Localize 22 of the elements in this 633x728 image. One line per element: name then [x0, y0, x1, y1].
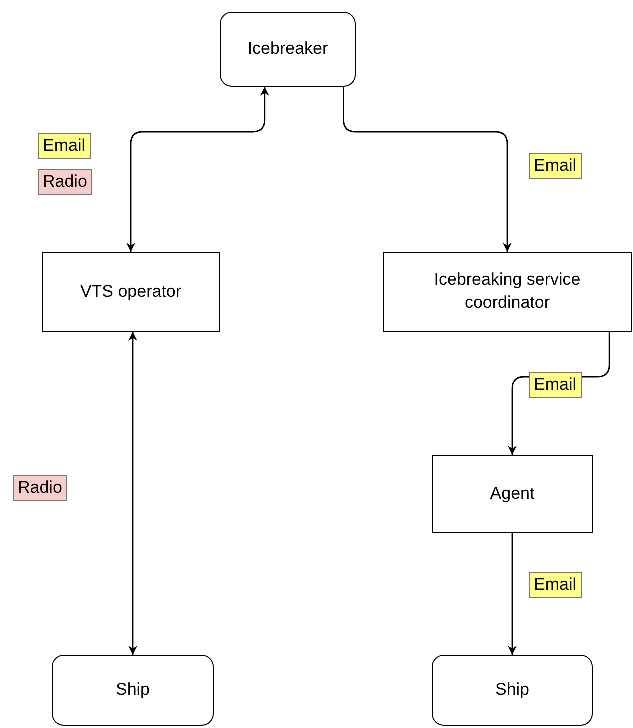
node-label: VTS operator [79, 280, 183, 303]
process-box [42, 252, 220, 332]
node-label: Ship [114, 679, 152, 702]
arrow [126, 87, 270, 252]
rounded-box [52, 655, 214, 726]
arrow [128, 332, 138, 655]
channel-tag: Email [529, 153, 582, 179]
process-box [432, 455, 593, 533]
rounded-box [220, 12, 356, 87]
channel-tag: Email [529, 372, 582, 398]
rounded-box [432, 655, 593, 726]
node-label: Icebreaker [246, 38, 330, 60]
channel-tag: Radio [38, 169, 92, 195]
arrow [508, 533, 517, 655]
node-label: Agent [489, 482, 536, 505]
node-label: Icebreaking service coordinator [433, 269, 582, 314]
channel-tag: Email [38, 133, 91, 159]
arrow [343, 87, 512, 252]
node-label: Ship [494, 679, 531, 702]
process-box [383, 252, 632, 332]
channel-tag: Radio [13, 475, 68, 501]
channel-tag: Email [529, 572, 582, 598]
